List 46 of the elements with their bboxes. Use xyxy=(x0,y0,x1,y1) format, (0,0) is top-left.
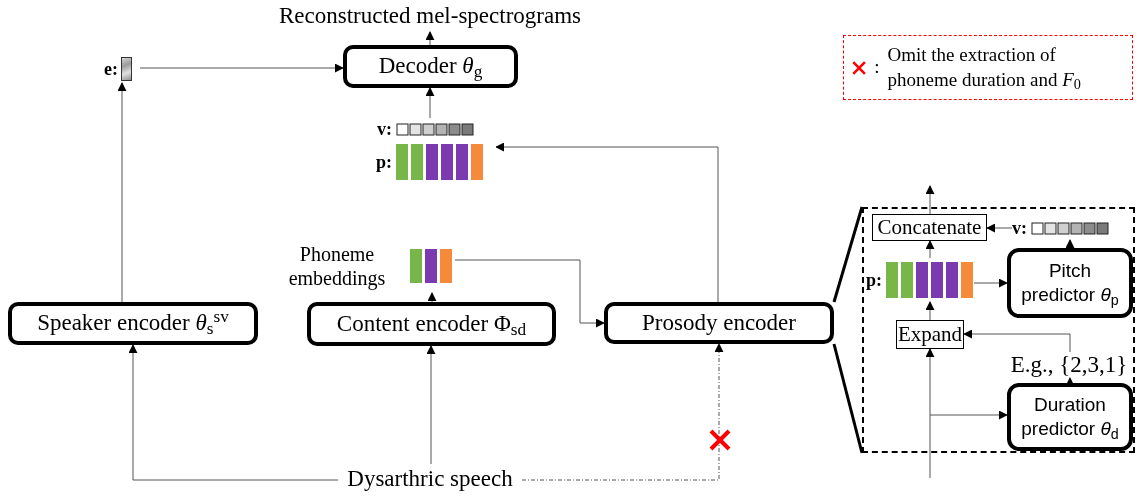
arrow xyxy=(128,344,339,481)
separator-label: : xyxy=(874,55,880,80)
box-label: Concatenate xyxy=(877,214,982,241)
arrow xyxy=(925,240,935,259)
arrow xyxy=(139,63,344,73)
box-label: Expand xyxy=(897,321,963,348)
process-box xyxy=(307,302,556,346)
arrow xyxy=(117,82,127,303)
text-label: Dysarthric speech xyxy=(347,464,513,493)
arrow xyxy=(521,343,724,481)
process-box xyxy=(343,45,518,88)
arrow xyxy=(425,31,435,46)
process-box xyxy=(8,302,258,345)
arrow xyxy=(973,278,1008,288)
box-label: Pitch predictor θ$_{p}$ xyxy=(1020,259,1120,307)
arrow xyxy=(427,292,437,303)
text-label: Reconstructed mel-spectrograms xyxy=(278,1,582,30)
arrow xyxy=(1065,239,1075,249)
text-label: Phoneme embeddings xyxy=(287,241,387,290)
vector-label: p: xyxy=(866,268,882,292)
arrow xyxy=(986,223,1013,233)
arrow xyxy=(963,329,1071,353)
arrow xyxy=(425,87,435,119)
arrow xyxy=(929,410,1008,420)
vector-label: v: xyxy=(376,118,392,141)
box-label: Decoder θ$_{g}$ xyxy=(378,52,483,81)
predictor-box xyxy=(1007,248,1133,318)
text-label: E.g., {2,3,1} xyxy=(1010,350,1128,379)
arrow xyxy=(495,142,719,303)
vector-label: p: xyxy=(375,150,392,174)
predictor-box xyxy=(1007,383,1133,451)
arrow xyxy=(454,259,605,328)
vector-label: v: xyxy=(1012,216,1027,240)
detail-panel xyxy=(862,207,1135,453)
box-label: Content encoder Φ$_{sd}$ xyxy=(336,309,527,339)
arrow xyxy=(925,301,935,321)
arrow xyxy=(925,348,935,479)
legend-text: Omit the extraction of phoneme duration and F$_{0}$ xyxy=(887,42,1082,93)
process-box xyxy=(604,302,834,344)
arrow xyxy=(925,185,935,215)
box-label: Duration predictor θ$_{d}$ xyxy=(1020,393,1120,441)
zoom-line xyxy=(832,343,864,454)
box-label: Prosody encoder xyxy=(642,308,796,337)
arrow xyxy=(426,345,436,465)
vector-label: e: xyxy=(104,57,118,81)
zoom-line xyxy=(832,206,864,303)
